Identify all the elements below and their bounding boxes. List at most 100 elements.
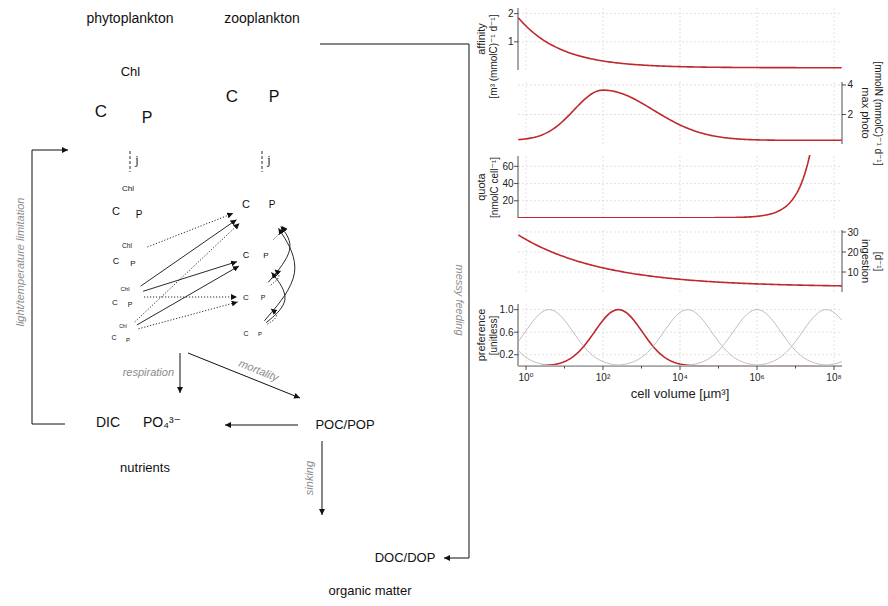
flux-label: messy feeding (453, 265, 465, 336)
phosphorus-pool: P (252, 75, 296, 119)
flux-connector (143, 262, 237, 292)
flux-connector (32, 150, 68, 424)
grid-line (603, 156, 604, 218)
dissolved-pool: DOC/DOP (366, 543, 444, 573)
node-outline (232, 172, 292, 232)
preference-curve (518, 362, 841, 366)
axis-title: affinity (475, 23, 487, 55)
zooplankton-cell: CP (206, 39, 318, 151)
node-label: Chl (122, 242, 132, 249)
axis-tick (795, 366, 796, 369)
flux-connector (262, 151, 263, 172)
node-label: C (226, 88, 238, 107)
axis-title: ingestion (860, 239, 872, 283)
trait-curve (518, 235, 841, 286)
cell-outline (255, 329, 266, 340)
flux-label: j (267, 154, 270, 167)
tick-label: 10² (596, 372, 610, 383)
chlorophyll-pool: Chl (103, 62, 158, 82)
nutrient-box: nutrientsDICPO₄³⁻ (65, 393, 225, 455)
grid-line (757, 8, 758, 70)
grid-line (518, 200, 842, 201)
phosphorus-pool: P (128, 203, 150, 225)
grid-line (834, 156, 835, 218)
cell-outline (123, 335, 134, 346)
pool-outline (114, 184, 143, 195)
grid-line (518, 332, 842, 333)
phosphorus-pool: P (125, 256, 141, 272)
trait-curve (518, 18, 841, 68)
cell-outline (109, 319, 138, 348)
grid-line (680, 156, 681, 218)
grid-line (680, 8, 681, 70)
cell-outline (108, 280, 143, 315)
phosphorus-pool: P (122, 334, 134, 346)
flux-connector (274, 226, 283, 239)
flux-label: light/temperature limitation (14, 197, 26, 326)
y-axis (518, 8, 519, 70)
flux-connector (130, 151, 131, 172)
node-label: C (243, 330, 248, 338)
node-label: C (112, 205, 120, 217)
node-label: P (142, 109, 153, 127)
cell-outline (239, 280, 274, 315)
tick-label: 1 (508, 36, 514, 47)
node-label: P (269, 88, 280, 106)
grid-line (518, 309, 842, 310)
zooplankton-cell: CP (237, 234, 279, 276)
preference-curve (518, 310, 841, 366)
cell-outline (233, 173, 292, 232)
tick-label: 10⁸ (826, 372, 841, 383)
node-label: P (130, 260, 135, 269)
phosphorus-pool: P (123, 298, 137, 312)
grid-line (518, 41, 842, 42)
axis-tick (842, 252, 846, 253)
cell-outline (240, 319, 269, 348)
phosphorus-pool: P (257, 247, 275, 265)
grid-line (757, 230, 758, 292)
pool-outline (79, 405, 212, 442)
chlorophyll-pool: Chl (115, 285, 135, 293)
node-label: phytoplankton (86, 11, 173, 26)
tick-label: 2 (848, 109, 854, 120)
axis-tick (842, 272, 846, 273)
trait-curve (518, 155, 841, 218)
tick-label: 10⁴ (672, 372, 687, 383)
tick-label: 0.2 (500, 349, 514, 360)
axis-tick (680, 366, 681, 370)
cell-outline (107, 235, 148, 276)
grid (514, 8, 846, 370)
cell-outline (126, 257, 141, 272)
axis-tick (842, 114, 846, 115)
pool-outline (299, 411, 392, 440)
axis-tick (834, 366, 835, 370)
grid-line (834, 230, 835, 292)
node-label: C (95, 103, 107, 122)
node-label: Chl (120, 286, 129, 293)
tick-label: 60 (502, 161, 513, 172)
flux-connector (264, 228, 294, 321)
flux-label: mortality (237, 357, 280, 384)
grid-line (834, 8, 835, 70)
preference-curve (518, 310, 841, 366)
phytoplankton-panel: phytoplanktonCChlPCChlPCChlPCChlPCChlP (68, 30, 192, 353)
tick-label: 20 (502, 195, 513, 206)
grid-line (680, 230, 681, 292)
tick-label: 30 (848, 227, 859, 238)
tick-label: 10⁶ (749, 372, 764, 383)
zooplankton-panel: zooplanktonCPCPCPCPCP (205, 30, 320, 353)
preference-curve (518, 310, 841, 366)
node-label: organic matter (328, 584, 411, 598)
grid-line (518, 13, 842, 14)
axis-tick (514, 354, 518, 355)
panel-outline (206, 31, 320, 353)
axis-tick (514, 183, 518, 184)
cell-outline (124, 299, 137, 312)
phytoplankton-cell: CChlP (108, 318, 138, 348)
pool-outline (117, 242, 138, 250)
tick-label: 2 (508, 8, 514, 19)
node-label: P (269, 199, 276, 210)
cell-outline (258, 248, 275, 265)
node-label: C (243, 294, 249, 303)
axis-tick (514, 166, 518, 167)
